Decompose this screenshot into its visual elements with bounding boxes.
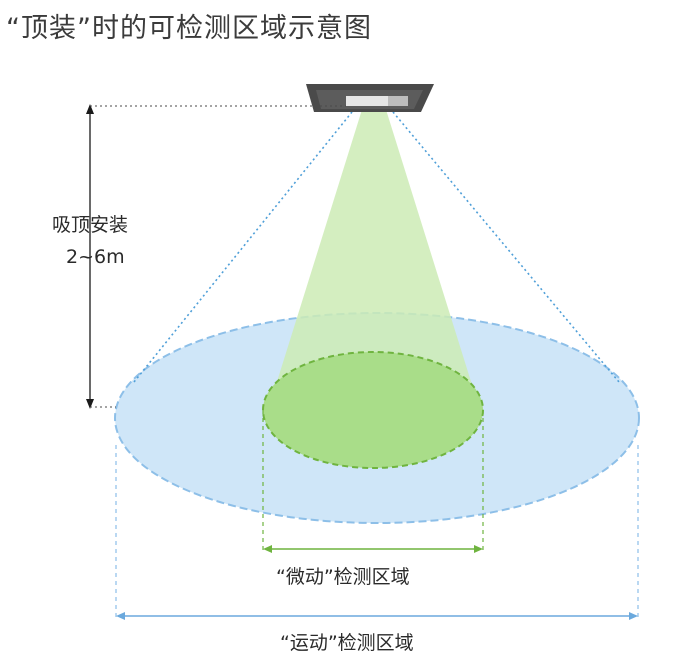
- micro-width-arrow-left: [263, 545, 272, 553]
- micro-width-arrow-right: [474, 545, 483, 553]
- motion-width-arrow-right: [629, 612, 638, 620]
- coverage-line-right: [392, 111, 620, 383]
- sensor-device: [306, 84, 434, 112]
- mounting-label: 吸顶安装: [52, 214, 129, 236]
- motion-width-arrow-left: [116, 612, 125, 620]
- micro-zone-label: “微动”检测区域: [276, 566, 410, 588]
- height-arrow-bottom: [86, 399, 94, 409]
- page-title: “顶装”时的可检测区域示意图: [6, 13, 372, 44]
- mounting-height-label: 2~6m: [66, 246, 125, 268]
- height-arrow-top: [86, 104, 94, 114]
- motion-zone-label: “运动”检测区域: [280, 632, 414, 654]
- micro-detection-zone: [262, 351, 484, 469]
- micro-detection-cone: [270, 100, 478, 404]
